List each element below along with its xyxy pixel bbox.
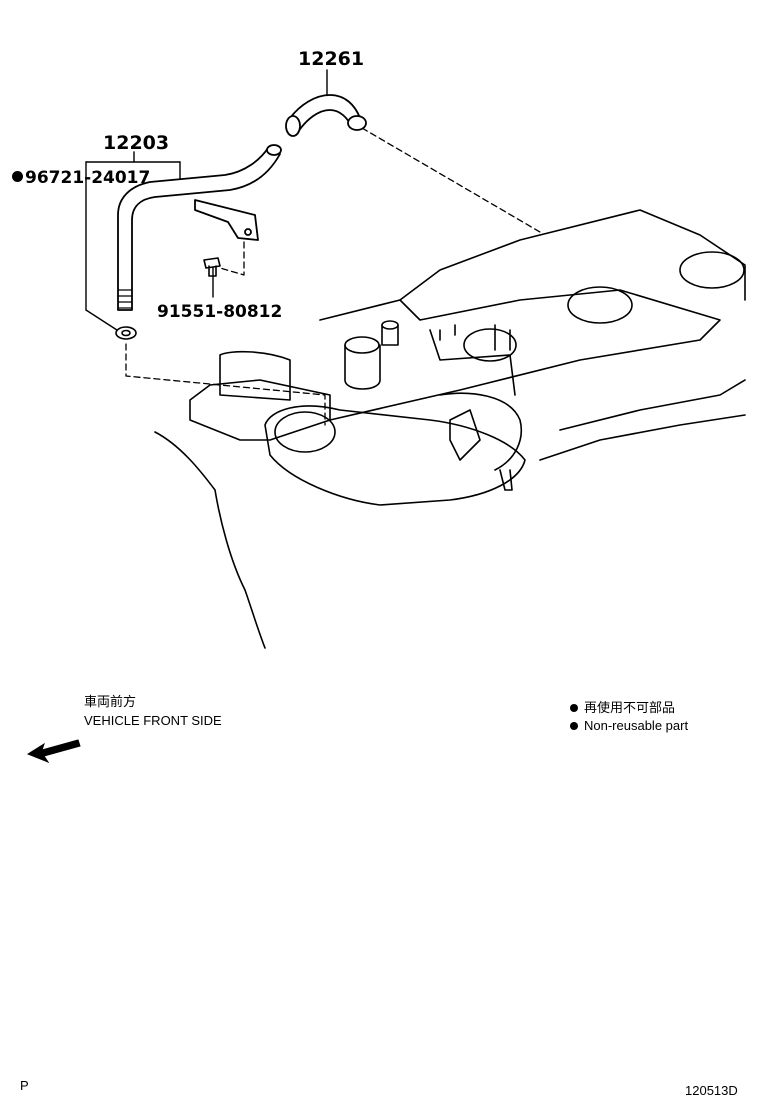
callout-96721-24017-text: 96721-24017 xyxy=(25,168,151,188)
pipe-12203 xyxy=(117,144,282,311)
legend-text-jp: 再使用不可部品 xyxy=(584,700,676,715)
gasket-ring xyxy=(115,326,137,340)
gasket-hole xyxy=(121,329,131,337)
nonreusable-dot-icon xyxy=(12,170,23,182)
front-arrow-icon xyxy=(26,739,81,764)
bolt-91551 xyxy=(203,257,221,277)
callout-91551-80812: 91551-80812 xyxy=(157,302,283,322)
page-marker: P xyxy=(20,1078,29,1093)
legend-dot-icon xyxy=(570,721,578,730)
parts-illustration xyxy=(85,69,746,649)
front-label-jp: 車両前方 xyxy=(84,694,137,709)
callout-12261: 12261 xyxy=(298,48,365,70)
callout-12203: 12203 xyxy=(103,132,170,154)
engine-outline xyxy=(154,209,746,649)
callout-96721-24017: 96721-24017 xyxy=(12,170,150,187)
hose-12261 xyxy=(285,94,367,137)
front-label-en: VEHICLE FRONT SIDE xyxy=(84,713,222,728)
install-dashes xyxy=(125,127,541,426)
diagram-code: 120513D xyxy=(685,1083,738,1098)
nonreusable-legend: 再使用不可部品 Non-reusable part xyxy=(570,699,688,735)
legend-dot-icon xyxy=(570,703,578,712)
legend-text-en: Non-reusable part xyxy=(584,718,689,733)
